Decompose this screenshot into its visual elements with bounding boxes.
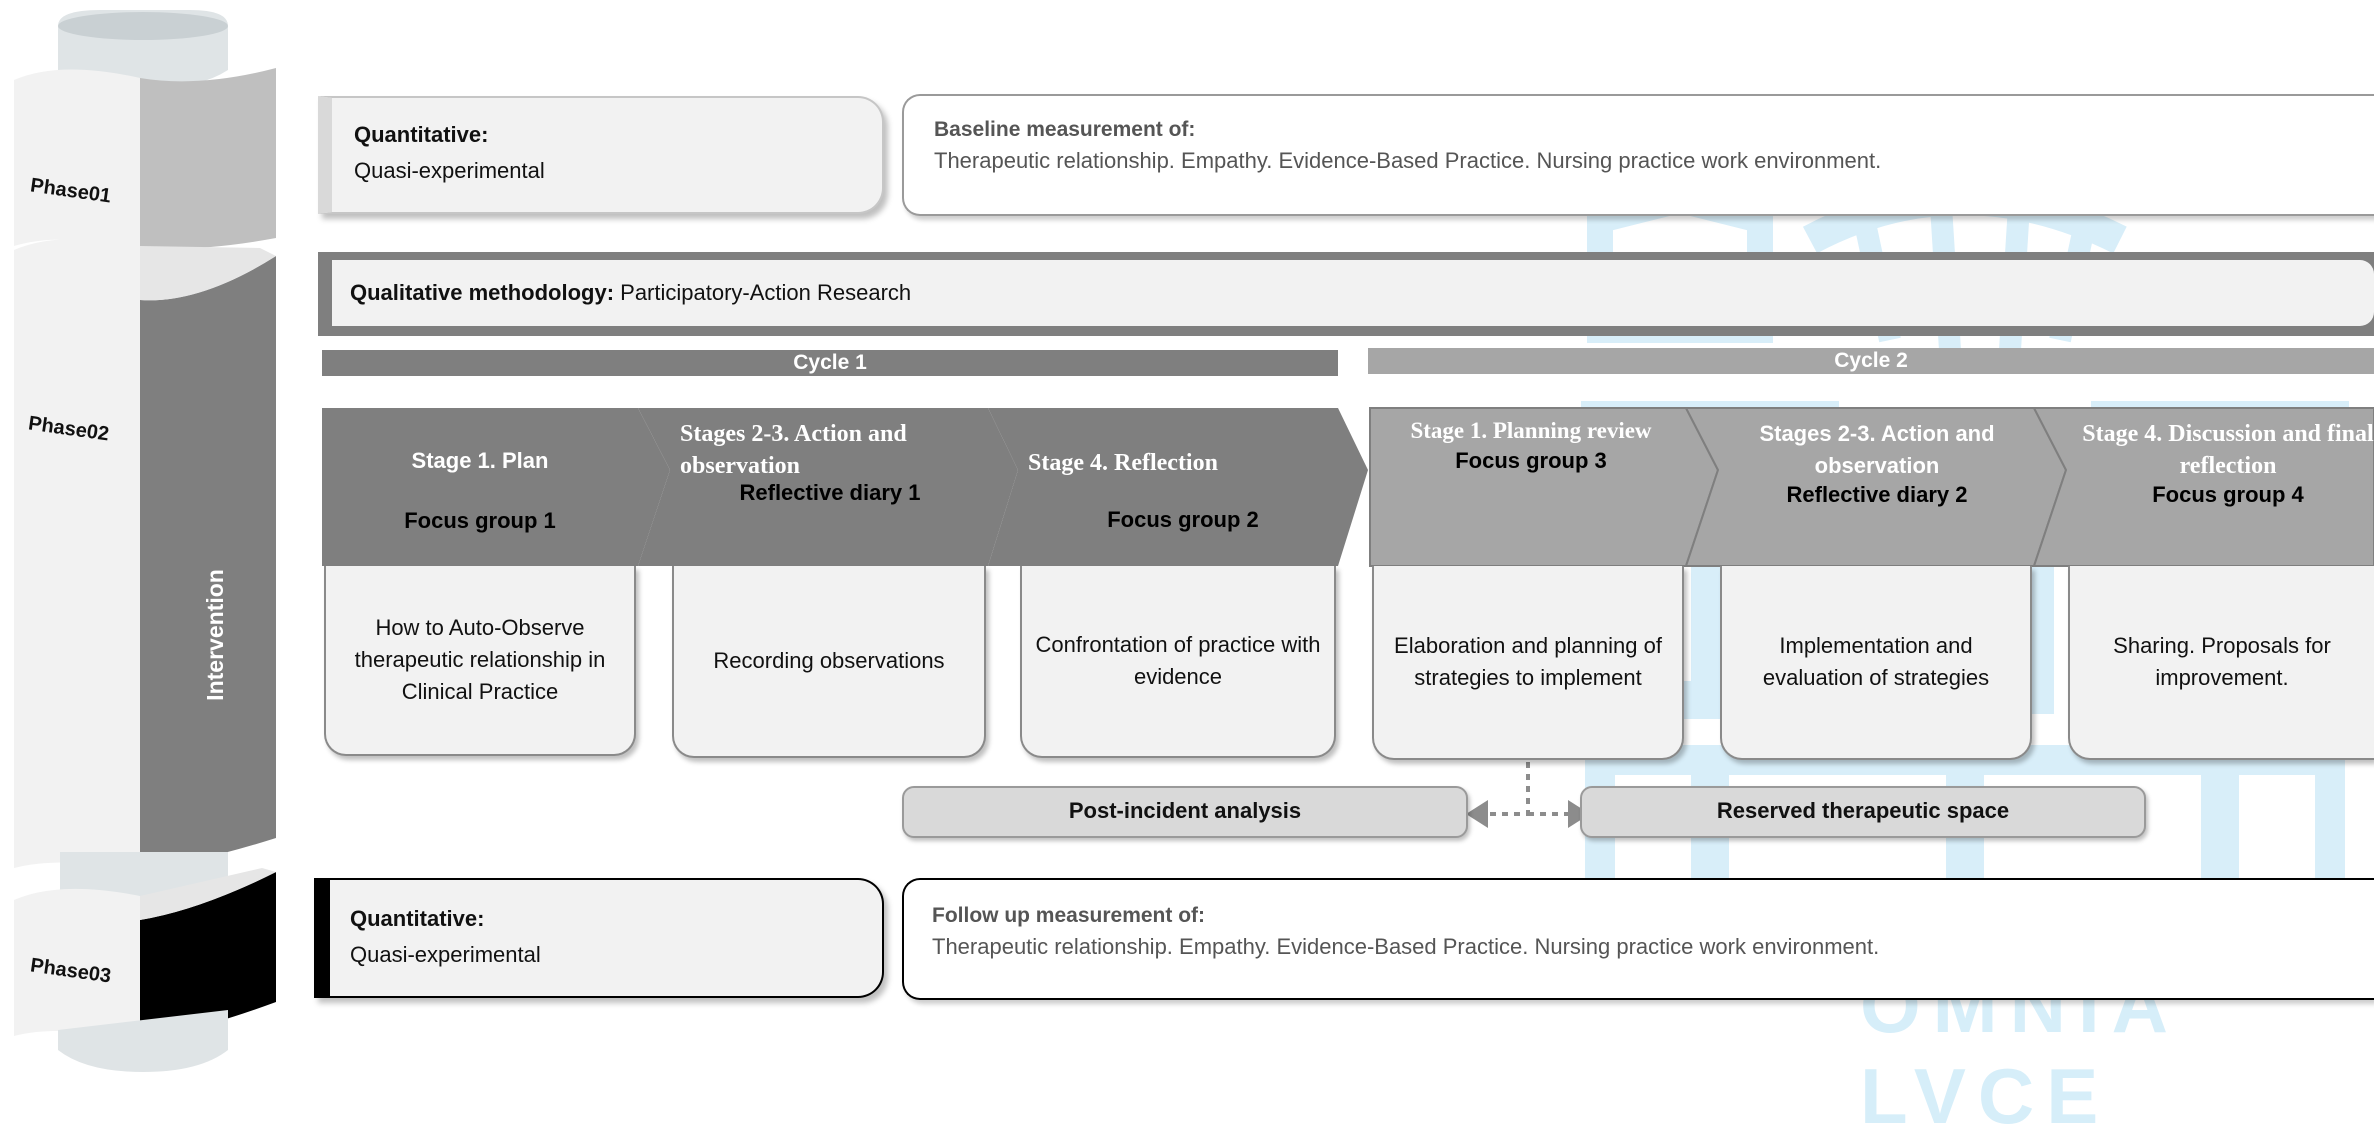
stage-title: Stage 4. Discussion and final reflection (2082, 421, 2374, 479)
stage-subtitle: Reflective diary 1 (739, 480, 921, 505)
phase-pillar (14, 10, 276, 1072)
stage-card-4: Elaboration and planning of strategies t… (1372, 566, 1684, 760)
phase3-method-title: Quantitative: (350, 906, 485, 931)
phase2-bar (140, 256, 276, 870)
stage-subtitle: Focus group 1 (404, 508, 556, 533)
phase3-bar (140, 872, 276, 1040)
stage-title: Stage 4. Reflection (1028, 450, 1218, 476)
stage-card-2: Recording observations (672, 566, 986, 758)
stage-card-6: Sharing. Proposals for improvement. (2068, 566, 2374, 760)
stage-title: Stages 2-3. Action and observation (1759, 421, 1995, 478)
phase3-method-subtitle: Quasi-experimental (350, 942, 541, 967)
stage-header-2: Stages 2-3. Action and observation Refle… (680, 418, 980, 506)
phase1-method-title: Quantitative: (354, 122, 489, 147)
phase1-measure-items: Therapeutic relationship. Empathy. Evide… (934, 148, 1882, 173)
qualitative-banner: Qualitative methodology: Participatory-A… (332, 260, 2374, 326)
phase1-method-box: Quantitative: Quasi-experimental (318, 96, 884, 214)
stage-header-4: Stage 1. Planning review Focus group 3 (1376, 418, 1686, 474)
stage-subtitle: Focus group 4 (2152, 482, 2304, 507)
stage-card-1: How to Auto-Observe therapeutic relation… (324, 566, 636, 756)
stage-header-6: Stage 4. Discussion and final reflection… (2082, 418, 2374, 508)
stage-title: Stages 2-3. Action and observation (680, 421, 907, 479)
stage-title: Stage 1. Planning review (1410, 418, 1652, 443)
phase3-measure-title: Follow up measurement of: (932, 904, 1206, 927)
post-incident-analysis-pill: Post-incident analysis (902, 786, 1468, 838)
phase1-bar (140, 68, 276, 249)
phase3-measure-items: Therapeutic relationship. Empathy. Evide… (932, 934, 1880, 959)
stage-title: Stage 1. Plan (411, 448, 549, 473)
stage-subtitle: Reflective diary 2 (1786, 482, 1968, 507)
phase1-measure-box: Baseline measurement of: Therapeutic rel… (902, 94, 2374, 216)
stage-subtitle: Focus group 2 (1107, 507, 1259, 532)
cycle1-bar: Cycle 1 (322, 350, 1338, 376)
stage-card-5: Implementation and evaluation of strateg… (1720, 566, 2032, 760)
reserved-therapeutic-space-pill: Reserved therapeutic space (1580, 786, 2146, 838)
stage-card-3: Confrontation of practice with evidence (1020, 566, 1336, 758)
stage-chevrons (322, 407, 2374, 828)
stage-header-5: Stages 2-3. Action and observation Refle… (1724, 418, 2030, 508)
qualitative-method: Participatory-Action Research (614, 280, 912, 305)
stage-header-3: Stage 4. Reflection Focus group 2 (1028, 450, 1338, 533)
stage-header-1: Stage 1. Plan Focus group 1 (322, 448, 638, 534)
stage-subtitle: Focus group 3 (1455, 448, 1607, 473)
phase1-measure-title: Baseline measurement of: (934, 118, 1196, 141)
phase3-method-box: Quantitative: Quasi-experimental (314, 878, 884, 998)
cycle2-bar: Cycle 2 (1368, 348, 2374, 374)
qualitative-label: Qualitative methodology: (350, 280, 615, 305)
phase3-measure-box: Follow up measurement of: Therapeutic re… (902, 878, 2374, 1000)
phase1-method-subtitle: Quasi-experimental (354, 158, 545, 183)
